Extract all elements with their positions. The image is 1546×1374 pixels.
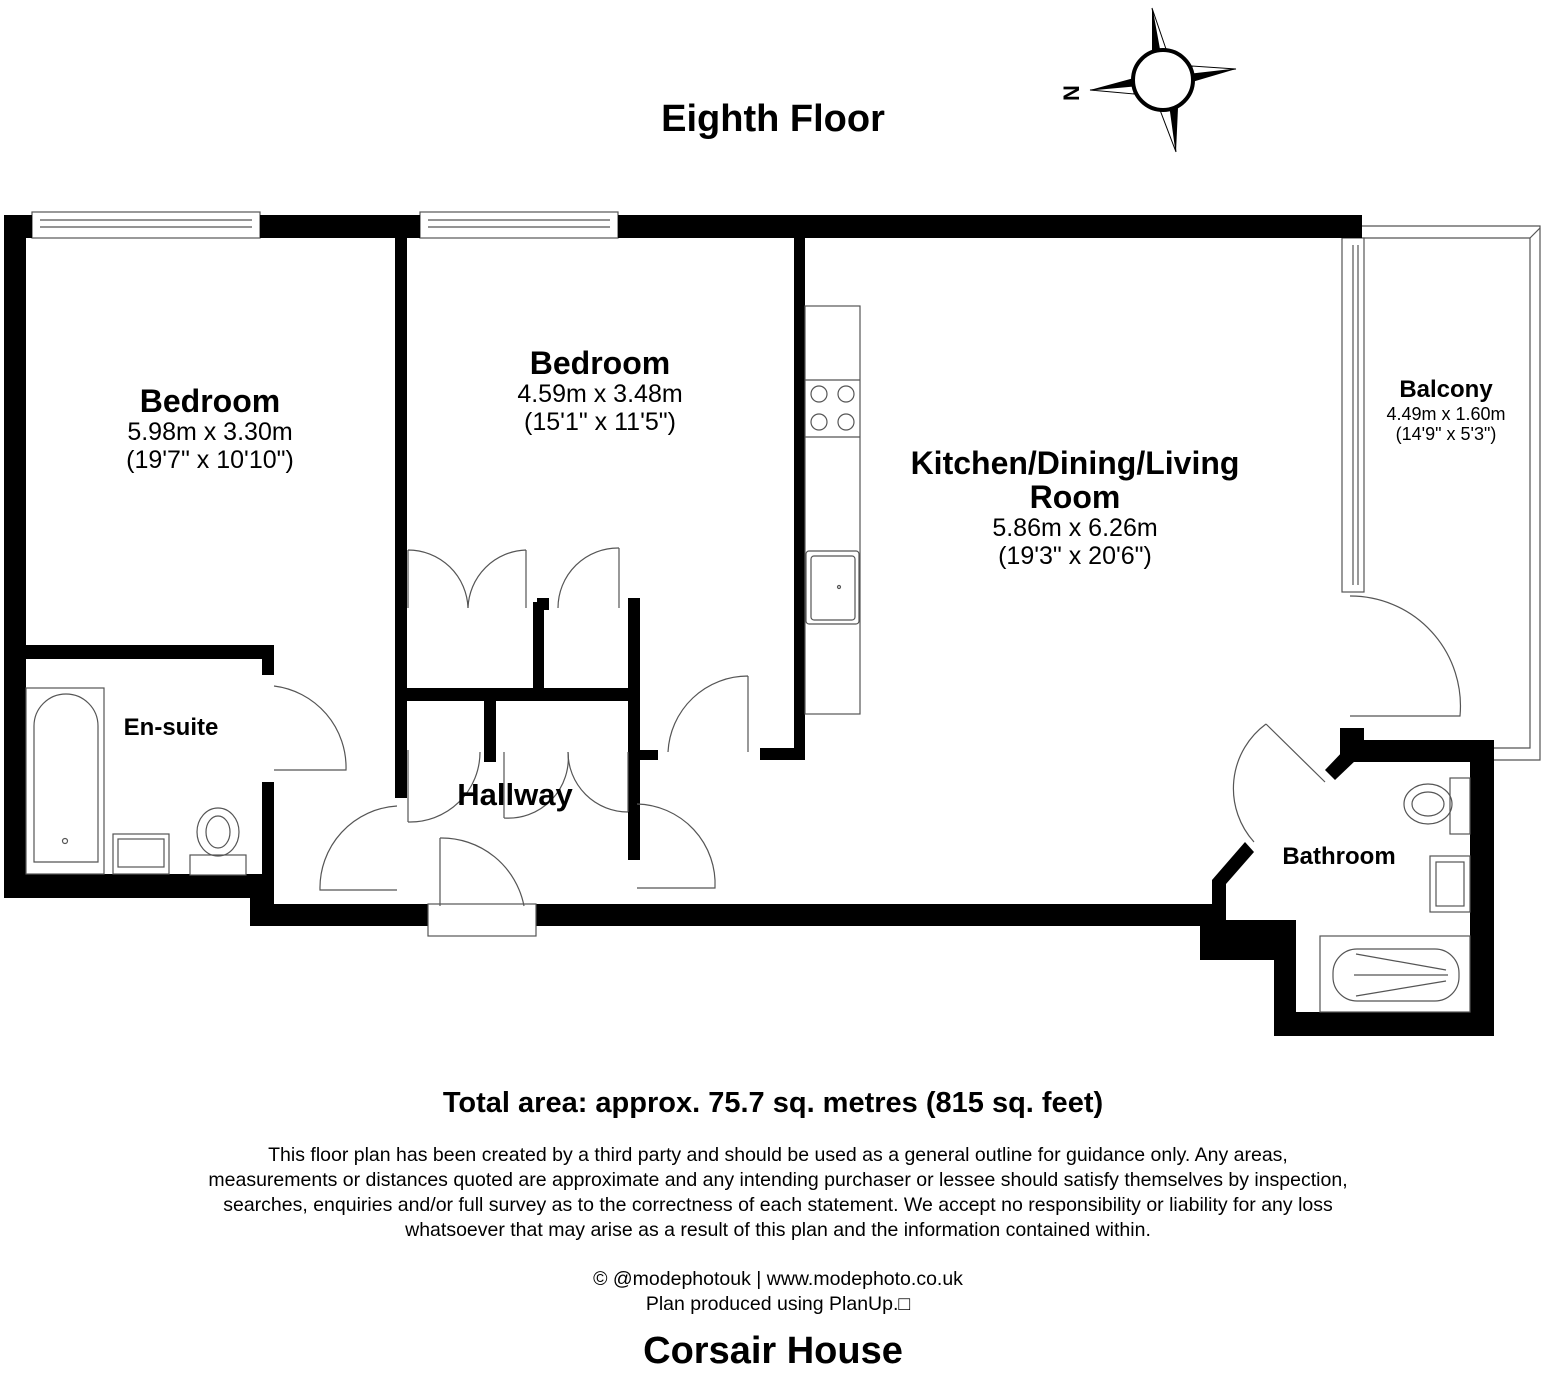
balcony-outline	[1341, 225, 1541, 761]
building-name: Corsair House	[643, 1330, 903, 1372]
room-label-bedroom-2: Bedroom 4.59m x 3.48m (15'1" x 11'5")	[517, 345, 683, 436]
bathroom-fixtures	[1319, 777, 1471, 1013]
door-swings	[273, 547, 1462, 907]
window	[419, 211, 619, 239]
window	[31, 211, 261, 239]
compass-north-label: N	[1058, 85, 1084, 101]
ensuite-fixtures	[25, 687, 247, 876]
room-label-hallway: Hallway	[457, 777, 573, 812]
room-label-balcony: Balcony 4.49m x 1.60m (14'9" x 5'3")	[1386, 376, 1506, 444]
kitchen-units	[804, 305, 861, 715]
credits: © @modephotouk | www.modephoto.co.uk Pla…	[593, 1268, 963, 1315]
total-area: Total area: approx. 75.7 sq. metres (815…	[442, 1087, 1104, 1119]
floor-title: Eighth Floor	[661, 98, 885, 140]
compass-rose-icon	[1089, 7, 1237, 153]
room-label-bedroom-1: Bedroom 5.98m x 3.30m (19'7" x 10'10")	[126, 383, 294, 474]
room-label-kitchen: Kitchen/Dining/Living Room 5.86m x 6.26m…	[910, 445, 1240, 570]
disclaimer: This floor plan has been created by a th…	[208, 1144, 1348, 1241]
room-label-bathroom: Bathroom	[1282, 843, 1396, 870]
walls	[4, 215, 1494, 1036]
room-label-ensuite: En-suite	[123, 714, 219, 741]
entrance-threshold	[427, 903, 537, 937]
